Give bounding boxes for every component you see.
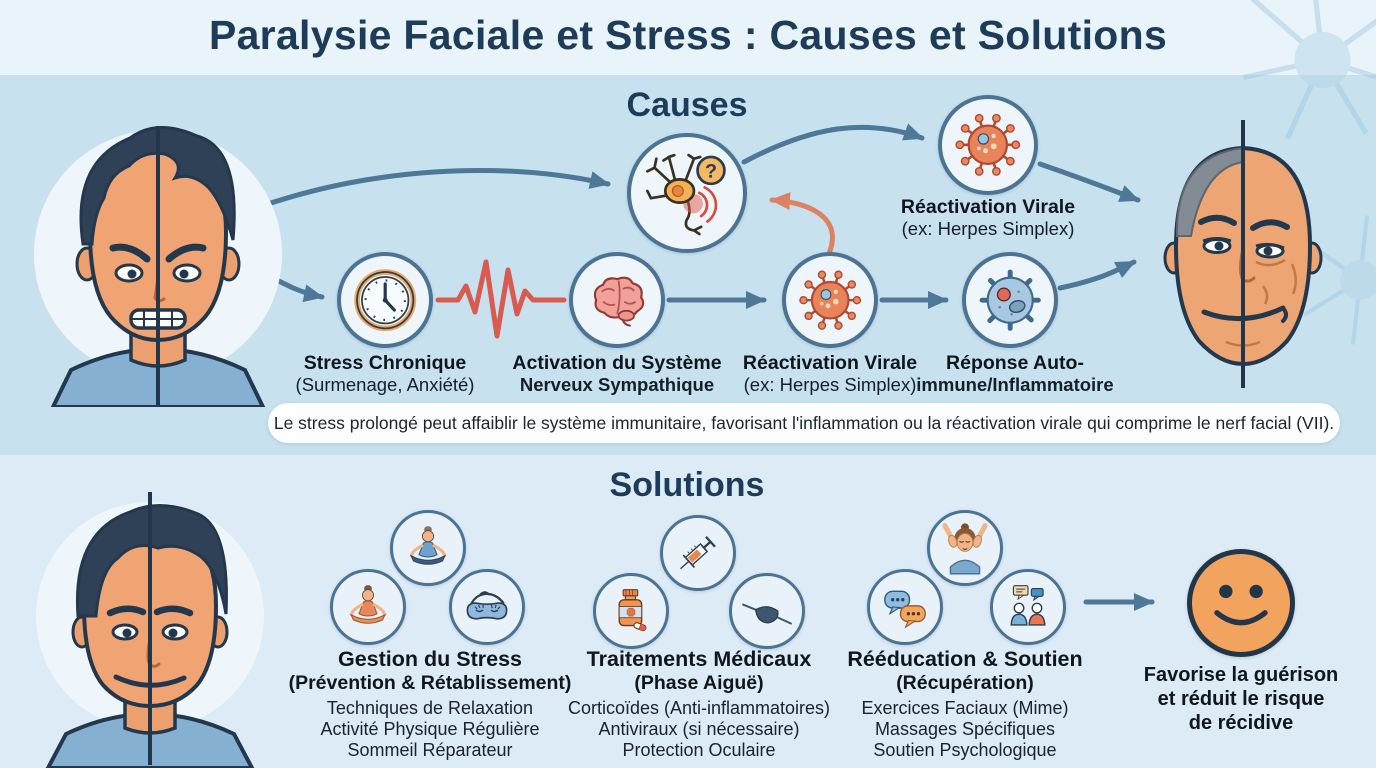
group1-item: Techniques de Relaxation xyxy=(326,697,534,718)
viral-label: Réactivation Virale (ex: Herpes Simplex) xyxy=(705,352,955,395)
sympathetic-line1: Activation du Système xyxy=(512,352,722,374)
autoimmune-response-node xyxy=(962,252,1058,348)
eye-patch-icon xyxy=(741,603,793,625)
viral-reactivation-top-node xyxy=(938,95,1038,195)
outcome-label: Favorise la guérison et réduit le risque… xyxy=(1121,663,1361,735)
virus-icon xyxy=(799,270,861,330)
injection-node xyxy=(660,515,736,591)
clock-icon xyxy=(354,269,416,331)
group2-item: Protection Oculaire xyxy=(622,740,776,761)
chat-bubbles-icon xyxy=(884,590,926,629)
immune-cell-icon xyxy=(979,269,1041,331)
group2-item: Antiviraux (si nécessaire) xyxy=(598,718,800,739)
title-bar xyxy=(0,0,1376,75)
meditation-icon xyxy=(409,526,447,565)
chronic-stress-line2: (Surmenage, Anxiété) xyxy=(295,374,475,396)
autoimmune-label: Réponse Auto- immune/Inflammatoire xyxy=(890,352,1140,395)
group3-item: Massages Spécifiques xyxy=(874,718,1056,739)
solutions-heading: Solutions xyxy=(609,466,765,504)
communication-node xyxy=(867,569,943,645)
massage-node xyxy=(927,510,1003,586)
group3-item: Exercices Faciaux (Mime) xyxy=(861,697,1069,718)
virus-icon xyxy=(955,114,1021,176)
medication-node xyxy=(593,573,669,649)
group1-item: Activité Physique Régulière xyxy=(320,718,540,739)
viral-line2: (ex: Herpes Simplex) xyxy=(743,374,917,396)
group3-subtitle: (Récupération) xyxy=(896,671,1034,694)
sleep-node xyxy=(449,569,525,645)
question-mark-badge: ? xyxy=(705,161,717,183)
sympathetic-label: Activation du Système Nerveux Sympathiqu… xyxy=(492,352,742,395)
yoga-pose-icon xyxy=(349,585,387,624)
recovered-face-illustration xyxy=(36,492,264,768)
group2-item: Corticoïdes (Anti-inflammatoires) xyxy=(567,697,831,718)
group2-title: Traitements Médicaux xyxy=(586,647,812,671)
chronic-stress-line1: Stress Chronique xyxy=(303,352,467,374)
group1-subtitle: (Prévention & Rétablissement) xyxy=(288,671,572,694)
medicine-bottle-icon xyxy=(618,589,647,632)
sympathetic-activation-node xyxy=(569,252,665,348)
facial-massage-icon xyxy=(942,523,988,575)
chronic-stress-node xyxy=(337,252,433,348)
viral-top-label: Réactivation Virale (ex: Herpes Simplex) xyxy=(858,196,1118,239)
support-group-icon xyxy=(1010,585,1046,626)
chronic-stress-label: Stress Chronique (Surmenage, Anxiété) xyxy=(260,352,510,395)
causes-note-text: Le stress prolongé peut affaiblir le sys… xyxy=(273,412,1335,433)
eye-protection-node xyxy=(729,573,805,649)
autoimmune-line1: Réponse Auto- xyxy=(946,352,1084,374)
outcome-line3: de récidive xyxy=(1188,712,1294,734)
syringe-icon xyxy=(680,536,716,570)
group1-item: Sommeil Réparateur xyxy=(347,740,513,761)
outcome-line2: et réduit le risque xyxy=(1157,688,1325,710)
neuron-decoration xyxy=(1243,0,1376,140)
viral-top-label-line1: Réactivation Virale xyxy=(900,196,1076,218)
page-title: Paralysie Faciale et Stress : Causes et … xyxy=(208,12,1168,58)
brain-icon xyxy=(593,276,645,327)
group2-subtitle: (Phase Aiguë) xyxy=(634,671,764,694)
facial-paralysis-face-illustration xyxy=(1163,120,1323,388)
viral-line1: Réactivation Virale xyxy=(742,352,918,374)
neuron-decoration xyxy=(1299,215,1376,345)
group1-title: Gestion du Stress xyxy=(338,647,522,671)
facial-nerve-question-icon: ? xyxy=(646,154,726,236)
facial-nerve-node: ? xyxy=(627,133,747,253)
autoimmune-line2: immune/Inflammatoire xyxy=(916,374,1114,396)
support-group-node xyxy=(990,569,1066,645)
sleep-mask-icon xyxy=(466,591,508,620)
rehab-support-label: Rééducation & Soutien (Récupération) Exe… xyxy=(800,647,1130,761)
viral-top-label-line2: (ex: Herpes Simplex) xyxy=(901,218,1075,240)
stress-management-label: Gestion du Stress (Prévention & Rétablis… xyxy=(265,647,595,761)
outcome-line1: Favorise la guérison xyxy=(1143,664,1339,686)
sympathetic-line2: Nerveux Sympathique xyxy=(519,374,715,396)
yoga-node xyxy=(330,569,406,645)
causes-heading: Causes xyxy=(626,86,748,124)
recovery-smiley-node xyxy=(1187,549,1295,657)
smiley-icon xyxy=(1214,584,1268,626)
causes-note-banner: Le stress prolongé peut affaiblir le sys… xyxy=(268,403,1340,443)
medical-treatments-label: Traitements Médicaux (Phase Aiguë) Corti… xyxy=(534,647,864,761)
group3-title: Rééducation & Soutien xyxy=(847,647,1083,671)
viral-reactivation-node xyxy=(782,252,878,348)
group3-item: Soutien Psychologique xyxy=(873,740,1057,761)
meditation-node xyxy=(390,510,466,586)
stressed-face-illustration xyxy=(34,126,282,407)
